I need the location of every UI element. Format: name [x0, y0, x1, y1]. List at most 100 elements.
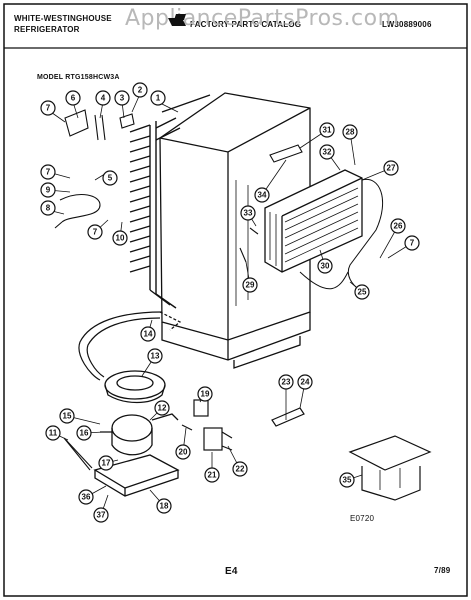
condenser-coil [129, 94, 211, 309]
svg-text:3: 3 [120, 94, 125, 103]
callout-21: 21 [204, 467, 220, 483]
svg-text:28: 28 [346, 128, 355, 137]
svg-text:35: 35 [343, 476, 352, 485]
svg-text:5: 5 [108, 174, 113, 183]
model-label: MODEL RTG158HCW3A [37, 74, 120, 81]
svg-text:4: 4 [101, 94, 106, 103]
svg-text:14: 14 [144, 330, 153, 339]
callout-37: 37 [93, 507, 109, 523]
brand-logo-mark [168, 14, 186, 26]
svg-text:9: 9 [46, 186, 51, 195]
svg-text:32: 32 [323, 148, 332, 157]
svg-text:34: 34 [258, 191, 267, 200]
drain-pan [104, 370, 166, 404]
date-label: 7/89 [434, 566, 451, 575]
svg-text:36: 36 [82, 493, 91, 502]
callout-7b: 7 [40, 164, 56, 180]
svg-text:20: 20 [179, 448, 188, 457]
callout-23: 23 [278, 374, 294, 390]
callout-34: 34 [254, 187, 270, 203]
svg-text:18: 18 [160, 502, 169, 511]
callout-17: 17 [98, 455, 114, 471]
callout-16: 16 [76, 425, 92, 441]
callout-9: 9 [40, 182, 56, 198]
svg-text:26: 26 [394, 222, 403, 231]
svg-text:13: 13 [151, 352, 160, 361]
callout-2: 2 [132, 82, 148, 98]
brand-line-1: WHITE-WESTINGHOUSE [14, 14, 112, 23]
callout-29: 29 [242, 277, 258, 293]
brand-line-2: REFRIGERATOR [14, 25, 80, 34]
svg-text:27: 27 [387, 164, 396, 173]
svg-text:2: 2 [138, 86, 143, 95]
callout-26: 26 [390, 218, 406, 234]
callout-33: 33 [240, 205, 256, 221]
svg-text:37: 37 [97, 511, 106, 520]
callout-25: 25 [354, 284, 370, 300]
svg-text:12: 12 [158, 404, 167, 413]
svg-text:7: 7 [46, 104, 51, 113]
svg-text:15: 15 [63, 412, 72, 421]
callout-24: 24 [297, 374, 313, 390]
compressor-assembly [93, 413, 180, 497]
callout-13: 13 [147, 348, 163, 364]
callout-20: 20 [175, 444, 191, 460]
callout-7d: 7 [404, 235, 420, 251]
callout-5: 5 [102, 170, 118, 186]
svg-text:23: 23 [282, 378, 291, 387]
callout-30: 30 [317, 258, 333, 274]
svg-text:24: 24 [301, 378, 310, 387]
callout-27: 27 [383, 160, 399, 176]
svg-text:7: 7 [410, 239, 415, 248]
svg-text:25: 25 [358, 288, 367, 297]
svg-text:8: 8 [46, 204, 51, 213]
callout-36: 36 [78, 489, 94, 505]
callout-6: 6 [65, 90, 81, 106]
callout-28: 28 [342, 124, 358, 140]
svg-text:11: 11 [49, 429, 58, 438]
callout-10: 10 [112, 230, 128, 246]
callout-11: 11 [45, 425, 61, 441]
evaporator-assembly [264, 169, 384, 291]
document-number: LW30889006 [382, 20, 432, 29]
svg-text:31: 31 [323, 126, 332, 135]
svg-text:7: 7 [46, 168, 51, 177]
callout-32: 32 [319, 144, 335, 160]
callout-4: 4 [95, 90, 111, 106]
callout-7a: 7 [40, 100, 56, 116]
mount-bracket [348, 435, 432, 501]
svg-text:17: 17 [102, 459, 111, 468]
svg-text:10: 10 [116, 234, 125, 243]
page-label: E4 [225, 566, 238, 577]
callout-35: 35 [339, 472, 355, 488]
callout-3: 3 [114, 90, 130, 106]
callout-18: 18 [156, 498, 172, 514]
diagram-code: E0720 [350, 514, 375, 523]
svg-text:33: 33 [244, 209, 253, 218]
catalog-title: FACTORY PARTS CATALOG [190, 20, 302, 29]
callout-8: 8 [40, 200, 56, 216]
svg-text:21: 21 [208, 471, 217, 480]
drain-hose [78, 311, 182, 381]
svg-text:29: 29 [246, 281, 255, 290]
callout-31: 31 [319, 122, 335, 138]
svg-text:19: 19 [201, 390, 210, 399]
callout-15: 15 [59, 408, 75, 424]
callout-7c: 7 [87, 224, 103, 240]
svg-text:30: 30 [321, 262, 330, 271]
page-frame [3, 3, 468, 597]
svg-text:22: 22 [236, 465, 245, 474]
callout-14: 14 [140, 326, 156, 342]
thermostat-parts [64, 109, 303, 263]
callout-22: 22 [232, 461, 248, 477]
electrical-parts [181, 399, 305, 451]
svg-text:16: 16 [80, 429, 89, 438]
svg-text:1: 1 [156, 94, 161, 103]
svg-text:6: 6 [71, 94, 76, 103]
svg-text:7: 7 [93, 228, 98, 237]
callout-19: 19 [197, 386, 213, 402]
callout-12: 12 [154, 400, 170, 416]
callout-1: 1 [150, 90, 166, 106]
